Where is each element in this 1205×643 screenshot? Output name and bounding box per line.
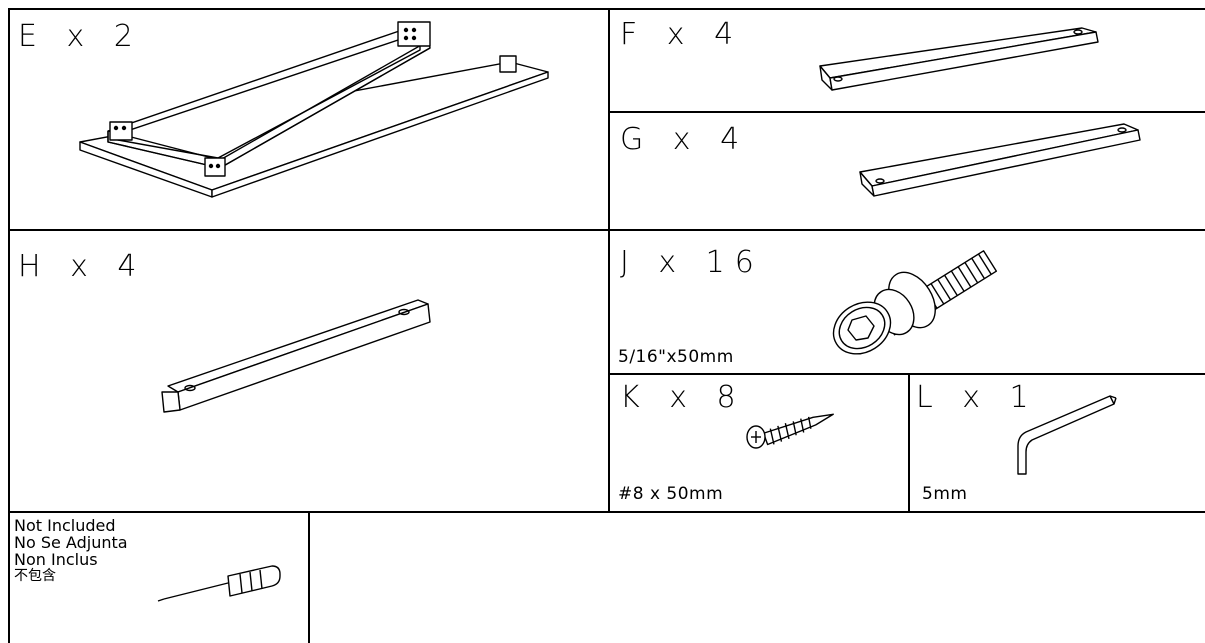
part-l-size: 5mm bbox=[922, 484, 968, 504]
divider-vertical-main bbox=[608, 8, 610, 513]
divider-fg bbox=[609, 111, 1205, 113]
part-l-label: L x 1 bbox=[916, 380, 1039, 415]
part-h-label: H x 4 bbox=[18, 249, 147, 284]
not-included-en: Not Included bbox=[14, 516, 116, 535]
divider-jk bbox=[609, 373, 1205, 375]
not-included-fr: Non Inclus bbox=[14, 550, 98, 569]
part-j-size: 5/16"x50mm bbox=[618, 347, 734, 367]
border-top bbox=[8, 8, 1205, 10]
divider-row2 bbox=[8, 511, 1205, 513]
part-f-label: F x 4 bbox=[620, 17, 744, 52]
not-included-zh: 不包含 bbox=[14, 568, 56, 584]
part-g-label: G x 4 bbox=[620, 122, 750, 157]
not-included-note: Not Included No Se Adjunta Non Inclus 不包… bbox=[14, 517, 128, 585]
divider-row1 bbox=[8, 229, 1205, 231]
part-j-label: J x 16 bbox=[620, 245, 764, 280]
not-included-es: No Se Adjunta bbox=[14, 533, 128, 552]
part-e-label: E x 2 bbox=[18, 19, 143, 54]
part-k-label: K x 8 bbox=[620, 380, 746, 415]
border-left bbox=[8, 8, 10, 643]
divider-kl bbox=[908, 373, 910, 513]
divider-not-included bbox=[308, 511, 310, 643]
part-k-size: #8 x 50mm bbox=[618, 484, 724, 504]
